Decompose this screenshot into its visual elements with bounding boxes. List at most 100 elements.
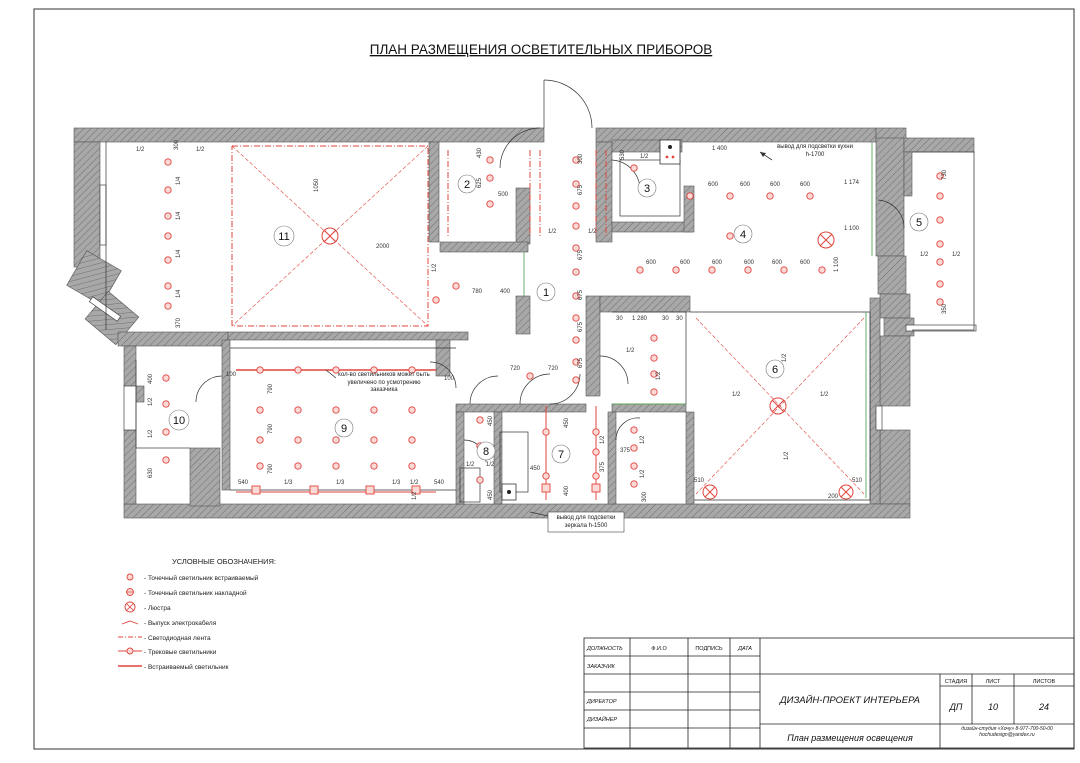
room-number-11: 11 [278,231,289,243]
svg-text:510: 510 [852,478,863,484]
svg-text:1/3: 1/3 [284,480,293,486]
room9-note-text: кол-во светильников может быть увеличено… [338,372,430,393]
room-number-5: 5 [916,217,922,229]
svg-text:1 100: 1 100 [844,226,860,232]
green-lines [523,142,873,498]
svg-text:400: 400 [148,373,154,384]
svg-text:1/3: 1/3 [336,480,345,486]
svg-text:630: 630 [148,467,154,478]
svg-text:30: 30 [616,316,623,322]
svg-text:600: 600 [772,260,783,266]
room-number-3: 3 [644,183,650,195]
tb-role-director: ДИРЕКТОР [586,699,617,705]
svg-text:790: 790 [268,423,274,434]
title-block-text: ДОЛЖНОСТЬ Ф.И.О ПОДПИСЬ ДАТА ЗАКАЗЧИК ДИ… [586,646,1056,743]
svg-text:1/2: 1/2 [600,435,606,444]
room-numbers: 1 2 3 4 5 6 7 8 9 10 11 [168,174,929,464]
svg-text:1/2: 1/2 [640,435,646,444]
svg-text:790: 790 [268,383,274,394]
chandelier-icon [124,601,136,613]
tb-role-designer: ДИЗАЙНЕР [586,715,617,723]
svg-text:510: 510 [694,478,705,484]
room-number-7: 7 [558,449,564,461]
svg-text:100: 100 [444,376,455,382]
tb-studio: дизайн-студия «Хочу» 8-977-700-50-00 hoc… [961,726,1053,738]
svg-text:625: 625 [477,177,483,188]
tb-header-signature: ПОДПИСЬ [695,646,723,652]
svg-text:1/2: 1/2 [820,392,829,398]
svg-text:675: 675 [578,249,584,260]
svg-text:450: 450 [530,466,541,472]
room-number-9: 9 [341,423,347,435]
svg-text:350: 350 [942,303,948,314]
bathroom-outlet-text: вывод для подсветки зеркала h-1500 [556,515,616,529]
legend-item-4: - Выпуск электрокабеля [144,619,217,627]
tb-sheet: 10 [988,702,998,712]
legend-item-2: - Точечный светильник накладной [144,589,247,597]
svg-text:2000: 2000 [376,244,390,250]
svg-text:1/4: 1/4 [176,176,182,185]
track-light-icon [118,647,142,655]
room-number-10: 10 [173,415,185,427]
svg-text:600: 600 [800,260,811,266]
tb-stage: ДП [949,702,963,712]
svg-text:540: 540 [434,480,445,486]
svg-text:600: 600 [712,260,723,266]
svg-text:450: 450 [488,489,494,500]
svg-text:1/2: 1/2 [410,480,419,486]
legend: УСЛОВНЫЕ ОБОЗНАЧЕНИЯ: - Точечный светиль… [118,557,276,671]
tb-header-date: ДАТА [737,646,752,652]
svg-text:600: 600 [680,260,691,266]
svg-text:300: 300 [578,153,584,164]
svg-text:1050: 1050 [314,178,320,192]
svg-text:790: 790 [268,463,274,474]
walls [66,127,975,519]
svg-text:675: 675 [578,357,584,368]
svg-text:600: 600 [708,182,719,188]
door-swings [195,79,905,463]
svg-text:450: 450 [564,417,570,428]
svg-text:1/2: 1/2 [782,353,788,362]
svg-text:530: 530 [620,149,626,160]
title-block [583,637,1075,749]
tb-sheet-label: ЛИСТ [986,679,1001,685]
svg-text:450: 450 [488,415,494,426]
room-number-4: 4 [740,229,746,241]
tb-sheet-name: План размещения освещения [787,733,913,743]
svg-text:1/2: 1/2 [196,147,205,153]
svg-text:540: 540 [238,480,249,486]
svg-text:1/2: 1/2 [588,229,597,235]
svg-text:1/2: 1/2 [640,469,646,478]
recessed-spot-icon [126,573,134,581]
svg-text:1 100: 1 100 [834,256,840,272]
svg-text:1/2: 1/2 [548,229,557,235]
svg-text:375: 375 [620,448,631,454]
svg-text:300: 300 [642,491,648,502]
room-number-1: 1 [543,287,549,299]
tb-sheets-label: ЛИСТОВ [1033,679,1056,685]
svg-text:1/2: 1/2 [486,462,495,468]
svg-text:730: 730 [942,169,948,180]
svg-text:1/2: 1/2 [952,252,961,258]
svg-text:1/4: 1/4 [176,289,182,298]
tb-header-position: ДОЛЖНОСТЬ [586,646,623,652]
svg-text:600: 600 [770,182,781,188]
svg-text:1/3: 1/3 [392,480,401,486]
legend-item-7: - Встраиваемый светильник [144,663,229,671]
room-number-8: 8 [483,446,489,458]
tb-header-name: Ф.И.О [651,646,667,652]
balcony-outlines [135,151,975,449]
svg-text:675: 675 [578,184,584,195]
svg-text:1 400: 1 400 [712,146,728,152]
svg-text:600: 600 [740,182,751,188]
svg-text:430: 430 [477,147,483,158]
tb-stage-label: СТАДИЯ [945,679,967,685]
svg-text:1/2: 1/2 [732,392,741,398]
legend-item-3: - Люстра [144,605,171,612]
svg-text:1/2: 1/2 [136,147,145,153]
stove-icon [659,139,681,165]
svg-text:1/4: 1/4 [176,211,182,220]
legend-item-5: - Светодиодная лента [144,635,211,642]
